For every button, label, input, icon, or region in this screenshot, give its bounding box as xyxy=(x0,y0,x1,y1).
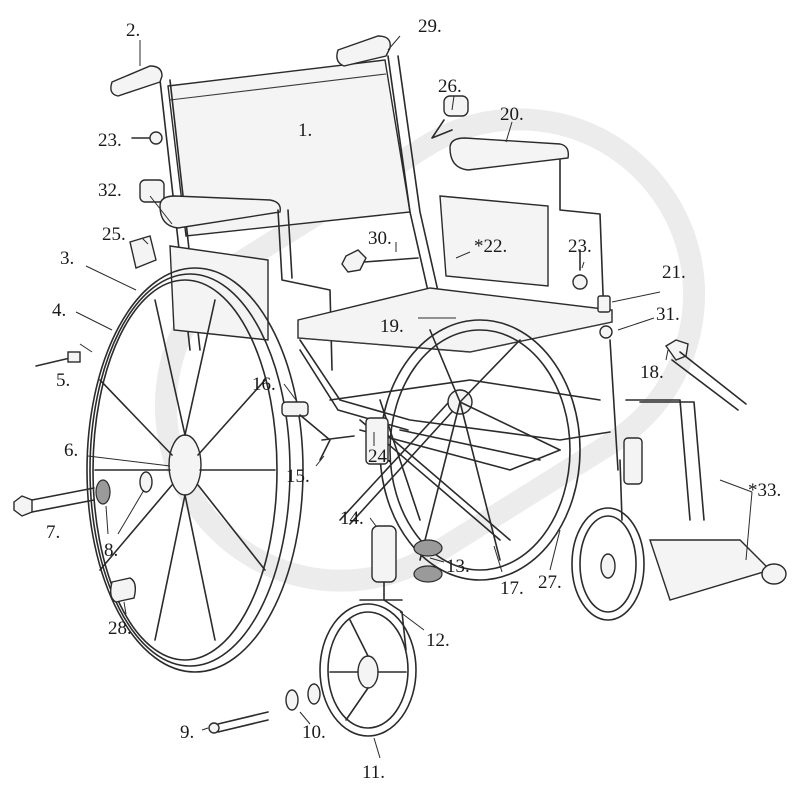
footrest-18 xyxy=(664,339,747,411)
label-29: 29. xyxy=(418,16,442,37)
label-23-right: 23. xyxy=(568,236,592,257)
caster-axle-bolt xyxy=(208,711,269,734)
leader-lines xyxy=(75,35,753,759)
label-25: 25. xyxy=(102,224,126,245)
caster-wheel-rear xyxy=(571,459,645,621)
label-32: 32. xyxy=(98,180,122,201)
label-16: 16. xyxy=(252,374,276,395)
label-4: 4. xyxy=(52,300,66,321)
label-10: 10. xyxy=(302,722,326,743)
fork-stem xyxy=(365,417,397,583)
label-7: 7. xyxy=(46,522,60,543)
label-26: 26. xyxy=(438,76,462,97)
label-33: *33. xyxy=(748,480,781,501)
label-15: 15. xyxy=(286,466,310,487)
label-21: 21. xyxy=(662,262,686,283)
bracket-25 xyxy=(129,235,157,269)
label-3: 3. xyxy=(60,248,74,269)
part-labels: 2. 29. 26. 20. 23. 1. 32. 25. 30. *22. 2… xyxy=(46,16,781,783)
label-2: 2. xyxy=(126,20,140,41)
back-upholstery xyxy=(167,59,411,237)
label-17: 17. xyxy=(500,578,524,599)
label-9: 9. xyxy=(180,722,194,743)
axle-bolt xyxy=(13,487,95,517)
bolt-5 xyxy=(35,351,81,367)
handgrip-left xyxy=(110,65,163,97)
label-1: 1. xyxy=(298,120,312,141)
seat-upholstery xyxy=(297,287,613,353)
cap-32 xyxy=(139,179,165,203)
armrest-right xyxy=(439,137,605,321)
cross-brace xyxy=(339,389,511,541)
frame xyxy=(299,339,619,521)
caster-wheel-front xyxy=(319,603,417,737)
wheel-lock xyxy=(281,401,355,461)
fitting-31 xyxy=(599,325,613,339)
rear-wheel-right xyxy=(379,319,581,581)
label-13: 13. xyxy=(446,556,470,577)
label-20: 20. xyxy=(500,104,524,125)
label-19: 19. xyxy=(380,316,404,337)
label-22: *22. xyxy=(474,236,507,257)
label-18: 18. xyxy=(640,362,664,383)
handgrip-right xyxy=(336,35,391,67)
label-11: 11. xyxy=(362,762,385,783)
label-31: 31. xyxy=(656,304,680,325)
label-5: 5. xyxy=(56,370,70,391)
label-27: 27. xyxy=(538,572,562,593)
bearing-13 xyxy=(413,539,443,583)
clip-26 xyxy=(431,95,469,139)
label-14: 14. xyxy=(340,508,364,529)
bearing-8 xyxy=(95,471,153,505)
knob-30 xyxy=(341,249,419,273)
label-28: 28. xyxy=(108,618,132,639)
bolt-right xyxy=(572,249,588,290)
label-8: 8. xyxy=(104,540,118,561)
label-12: 12. xyxy=(426,630,450,651)
label-30: 30. xyxy=(368,228,392,249)
cap-28 xyxy=(109,577,137,603)
rear-wheel-left xyxy=(86,267,304,673)
fitting-21 xyxy=(597,295,611,313)
footrest-33 xyxy=(623,399,787,601)
label-23-left: 23. xyxy=(98,130,122,151)
bearing-10 xyxy=(285,683,321,711)
caster-fork xyxy=(359,581,407,651)
label-6: 6. xyxy=(64,440,78,461)
label-24: 24. xyxy=(368,446,392,467)
